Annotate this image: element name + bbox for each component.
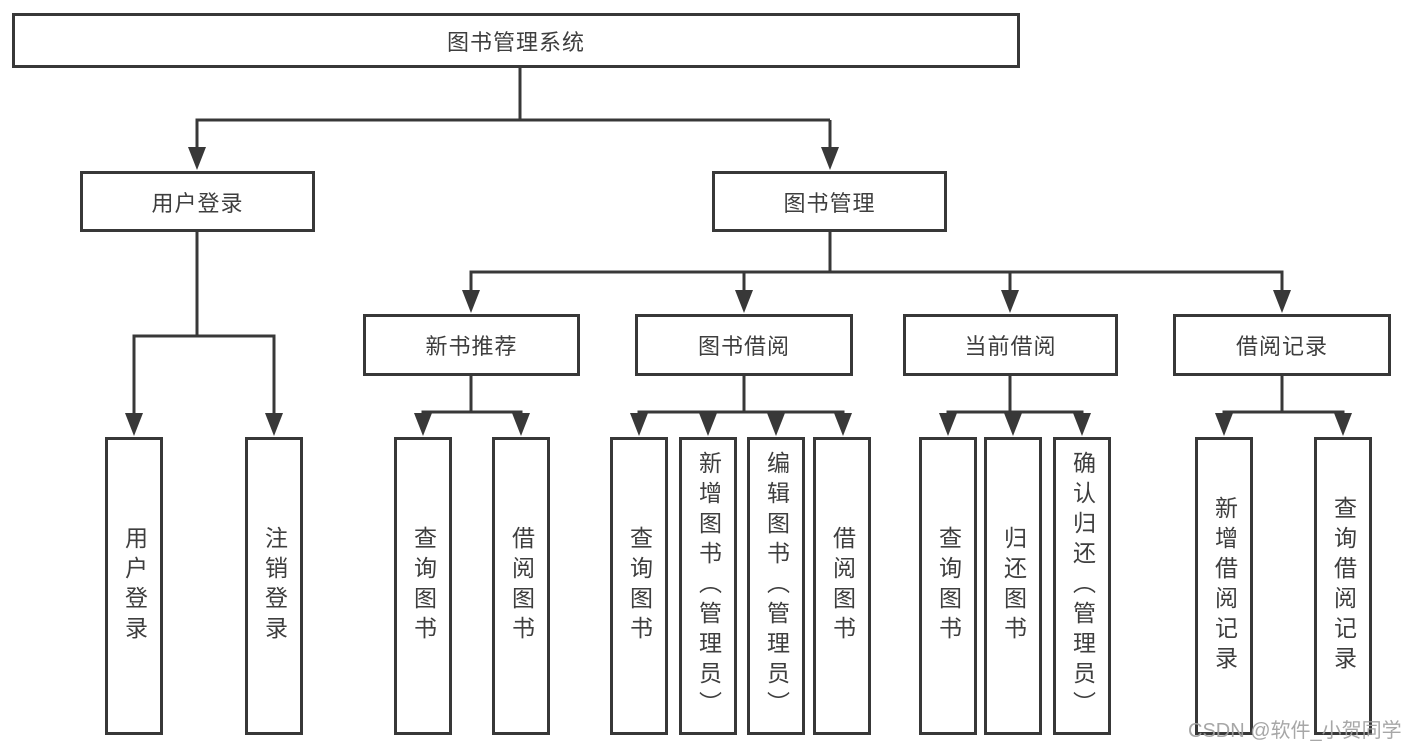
arrow-to-leaf-query-books-3 (939, 413, 957, 436)
leaf-borrow-books-label: 借阅图书 (829, 526, 856, 646)
leaf-add-books-admin-label: 新增图书（管理员） (695, 451, 722, 721)
leaf-add-borrow-record: 新增借阅记录 (1195, 437, 1253, 735)
leaf-query-borrow-record-label: 查询借阅记录 (1330, 496, 1357, 676)
connector-current-borrowing-to-leaves (946, 376, 1084, 418)
leaf-query-books-borrowing-label: 查询图书 (626, 526, 653, 646)
leaf-confirm-return-admin: 确认归还（管理员） (1053, 437, 1111, 735)
leaf-borrow-books-recommend-label: 借阅图书 (508, 526, 535, 646)
connector-root-to-level1 (195, 68, 832, 150)
leaf-confirm-return-admin-label: 确认归还（管理员） (1069, 451, 1096, 721)
arrow-to-leaf-borrow-books-2 (834, 413, 852, 436)
arrow-to-leaf-user-login (125, 413, 143, 436)
node-current-borrowing: 当前借阅 (903, 314, 1118, 376)
arrow-to-leaf-add-borrow-record (1215, 413, 1233, 436)
connector-book-management-to-level2 (469, 232, 1284, 293)
arrow-to-current-borrowing (1001, 290, 1019, 313)
leaf-query-books-recommend: 查询图书 (394, 437, 452, 735)
arrow-to-new-book-recommend (462, 290, 480, 313)
leaf-return-books-label: 归还图书 (1000, 526, 1027, 646)
leaf-user-login-label: 用户登录 (121, 526, 148, 646)
arrow-to-user-login (188, 147, 206, 170)
leaf-borrow-books-recommend: 借阅图书 (492, 437, 550, 735)
arrow-to-leaf-query-books-1 (414, 413, 432, 436)
arrow-to-leaf-query-borrow-record (1334, 413, 1352, 436)
connector-borrowing-records-to-leaves (1222, 376, 1345, 418)
arrow-to-leaf-logout (265, 413, 283, 436)
leaf-query-books-borrowing: 查询图书 (610, 437, 668, 735)
connector-user-login-to-leaves (132, 232, 276, 416)
arrow-to-leaf-confirm-return (1073, 413, 1091, 436)
leaf-query-books-recommend-label: 查询图书 (410, 526, 437, 646)
arrowheads (125, 147, 1352, 436)
arrow-to-leaf-query-books-2 (630, 413, 648, 436)
arrow-to-leaf-borrow-books-1 (512, 413, 530, 436)
node-user-login: 用户登录 (80, 171, 315, 232)
node-new-book-recommend: 新书推荐 (363, 314, 580, 376)
node-root: 图书管理系统 (12, 13, 1020, 68)
arrow-to-borrowing-records (1273, 290, 1291, 313)
leaf-add-borrow-record-label: 新增借阅记录 (1211, 496, 1238, 676)
node-borrowing-records: 借阅记录 (1173, 314, 1391, 376)
leaf-borrow-books: 借阅图书 (813, 437, 871, 735)
leaf-logout: 注销登录 (245, 437, 303, 735)
leaf-query-borrow-record: 查询借阅记录 (1314, 437, 1372, 735)
arrow-to-leaf-add-books (699, 413, 717, 436)
leaf-user-login: 用户登录 (105, 437, 163, 735)
leaf-query-books-current: 查询图书 (919, 437, 977, 735)
connector-new-book-recommend-to-leaves (421, 376, 523, 418)
arrow-to-leaf-edit-books (767, 413, 785, 436)
arrow-to-book-borrowing (735, 290, 753, 313)
csdn-watermark: CSDN @软件_小贺同学 (1188, 720, 1402, 742)
leaf-query-books-current-label: 查询图书 (935, 526, 962, 646)
leaf-add-books-admin: 新增图书（管理员） (679, 437, 737, 735)
arrow-to-leaf-return-books (1004, 413, 1022, 436)
node-book-management: 图书管理 (712, 171, 947, 232)
node-book-borrowing: 图书借阅 (635, 314, 853, 376)
leaf-logout-label: 注销登录 (261, 526, 288, 646)
leaf-return-books: 归还图书 (984, 437, 1042, 735)
connector-book-borrowing-to-leaves (637, 376, 845, 418)
leaf-edit-books-admin-label: 编辑图书（管理员） (763, 451, 790, 721)
arrow-to-book-management (821, 147, 839, 170)
leaf-edit-books-admin: 编辑图书（管理员） (747, 437, 805, 735)
